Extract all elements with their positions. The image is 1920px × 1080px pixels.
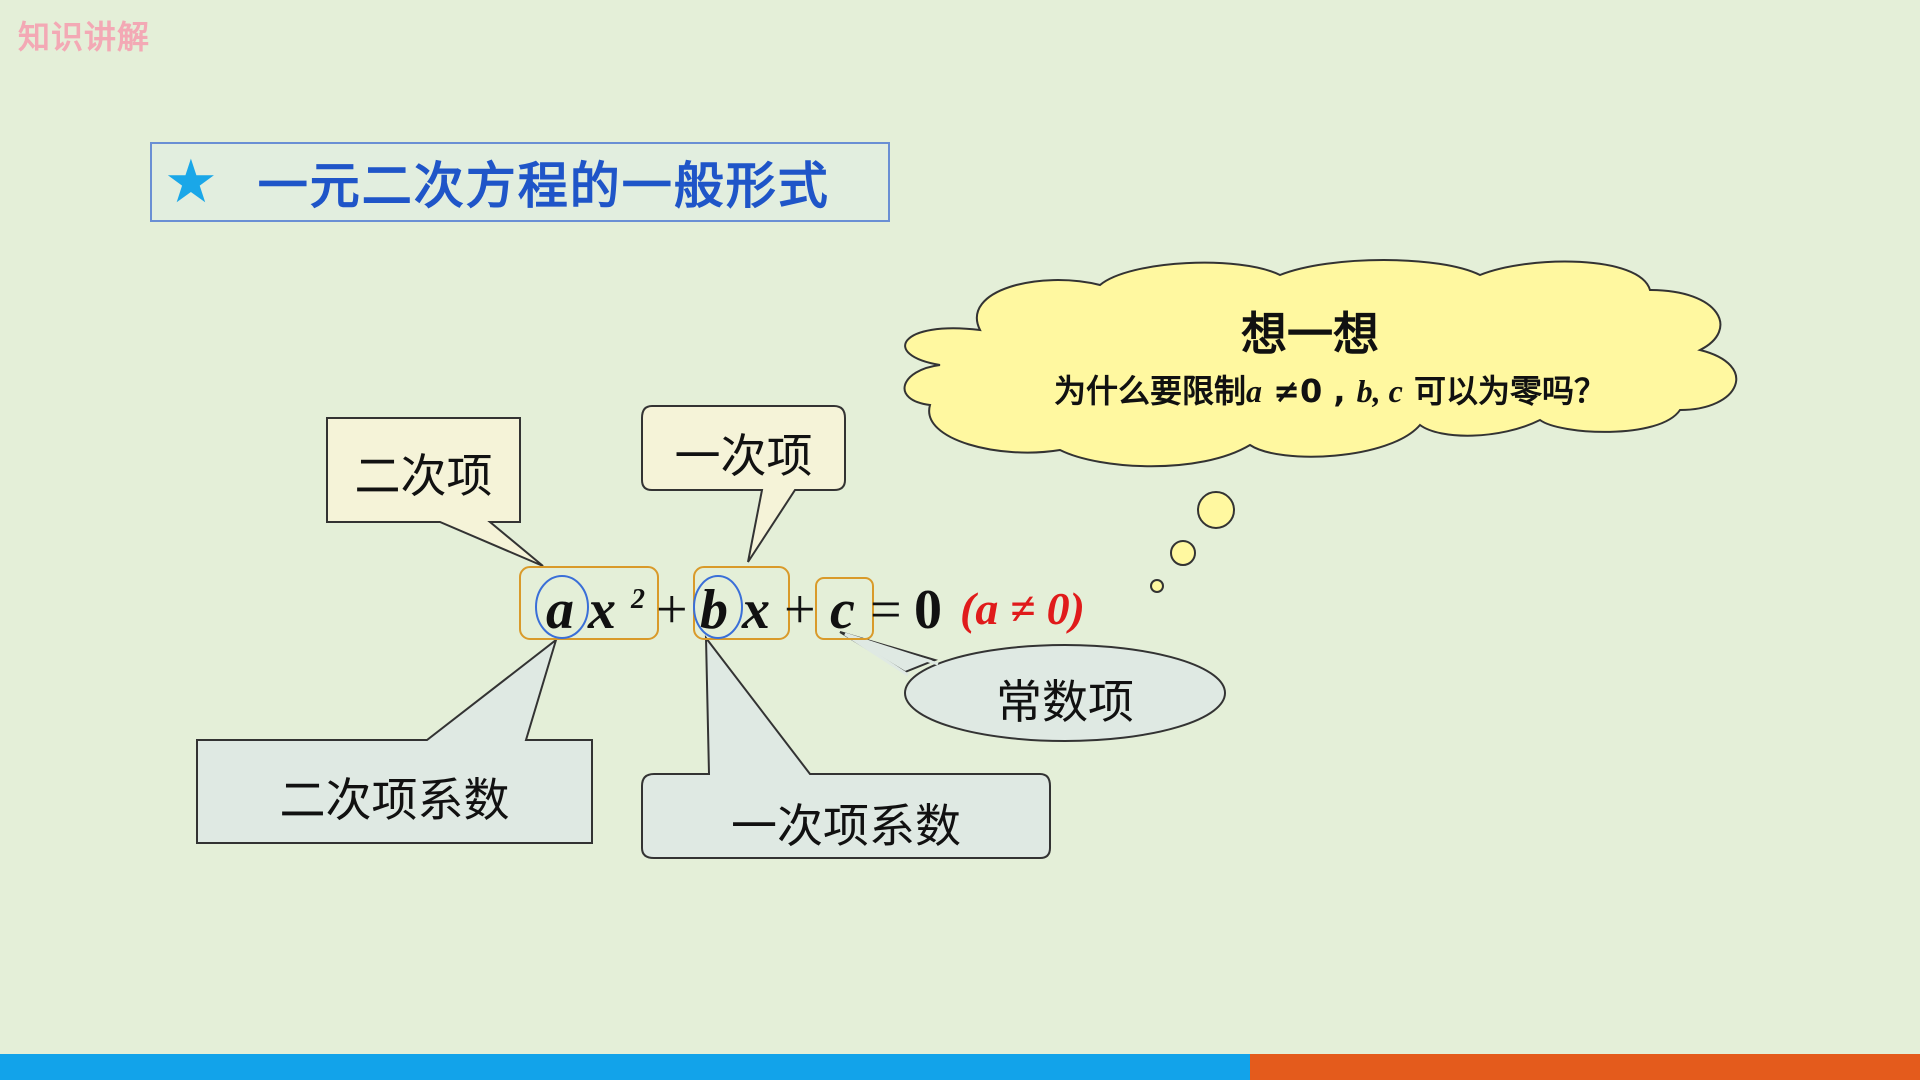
equation-x-squared: x <box>588 579 616 641</box>
term-box-ax2 <box>519 566 659 640</box>
equation-exponent: 2 <box>631 584 645 615</box>
callout-linear-term-shape <box>641 405 846 563</box>
thought-title: 想一想 <box>1241 307 1379 361</box>
callout-linear-coef: 一次项系数 <box>731 799 961 853</box>
equation-const-c: c <box>830 579 855 641</box>
callout-constant-term: 常数项 <box>996 675 1134 729</box>
equation-x: x <box>742 579 770 641</box>
equation-plus-2: + <box>784 579 816 641</box>
thought-question-a: a <box>1246 373 1262 409</box>
equation-plus-1: + <box>656 579 688 641</box>
callout-constant-term-shape <box>839 631 1226 742</box>
thought-cloud <box>903 259 1738 593</box>
thought-question: 为什么要限制a ≠0 , b, c 可以为零吗？ <box>1010 366 1650 412</box>
callout-quadratic-term-shape <box>326 417 544 567</box>
callout-quadratic-coef: 二次项系数 <box>279 773 510 827</box>
thought-question-suffix: 可以为零吗？ <box>1402 372 1607 410</box>
star-icon: ★ <box>164 147 218 217</box>
bottom-bar-orange <box>1250 1054 1920 1080</box>
callout-linear-term: 一次项 <box>674 429 813 483</box>
equation-zero: 0 <box>914 579 942 641</box>
thought-question-bc: b, c <box>1356 373 1403 409</box>
thought-question-neq: ≠0 , <box>1262 372 1357 410</box>
term-box-c <box>815 577 874 640</box>
coef-circle-b <box>693 575 743 639</box>
title-box: ★ 一元二次方程的一般形式 <box>150 142 890 222</box>
callout-linear-coef-shape <box>641 634 1051 859</box>
equation-equals: = <box>870 579 902 641</box>
coef-circle-a <box>535 575 589 639</box>
callout-quadratic-term: 二次项 <box>354 449 493 503</box>
equation-condition: (a ≠ 0) <box>960 583 1085 634</box>
callout-quadratic-coef-shape <box>196 637 593 844</box>
equation-coef-b: b <box>700 579 728 641</box>
bottom-bar-blue <box>0 1054 1250 1080</box>
equation-coef-a: a <box>546 579 574 641</box>
section-label: 知识讲解 <box>18 18 151 56</box>
thought-question-prefix: 为什么要限制 <box>1053 372 1246 410</box>
page-title: 一元二次方程的一般形式 <box>257 157 830 215</box>
